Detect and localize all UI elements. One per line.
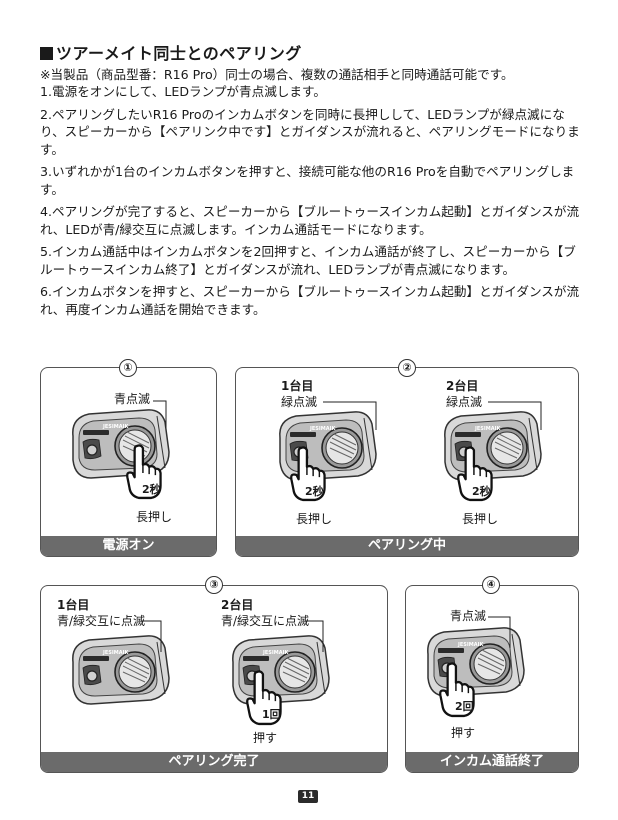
press-count: 1回: [262, 708, 281, 721]
led-label: 青点滅: [114, 392, 151, 406]
unit1-press-action: 長押し: [296, 512, 333, 526]
unit1-led-label: 青/緑交互に点滅: [57, 614, 146, 628]
intercom-device-illustration-unit1: JESIMAIK: [278, 411, 377, 481]
intercom-device-illustration: JESIMAIK: [426, 627, 525, 697]
panel-caption: 電源オン: [41, 536, 216, 556]
unit1-press-duration: 2秒: [305, 485, 324, 498]
step-2: 2.ペアリングしたいR16 Proのインカムボタンを同時に長押しして、LEDラン…: [40, 106, 580, 157]
intercom-device-illustration: JESIMAIK: [72, 409, 170, 479]
instructions: ツアーメイト同士とのペアリング ※当製品（商品型番：R16 Pro）同士の場合、…: [40, 40, 585, 323]
step-badge-4: ④: [482, 576, 500, 594]
panel-pairing: 1台目 緑点滅 JESIMAIK 2秒 長押し 2台目 緑点滅 JESIMAIK…: [235, 367, 579, 557]
brand-logo: JESIMAIK: [102, 424, 129, 430]
unit2-label: 2台目: [446, 379, 479, 393]
press-action: 長押し: [136, 510, 173, 524]
section-title: ツアーメイト同士とのペアリング: [40, 40, 585, 64]
brand-logo: JESIMAIK: [474, 426, 501, 432]
panel-caption: ペアリング完了: [41, 752, 387, 772]
step-4: 4.ペアリングが完了すると、スピーカーから【ブルートゥースインカム起動】とガイダ…: [40, 204, 580, 237]
intercom-device-illustration-unit2: JESIMAIK: [443, 411, 542, 481]
led-leader-lines: [141, 620, 324, 652]
led-label: 青点滅: [450, 609, 487, 623]
unit2-label: 2台目: [221, 598, 254, 612]
brand-logo: JESIMAIK: [309, 426, 336, 432]
unit1-label: 1台目: [281, 379, 314, 393]
intercom-device-illustration-unit2: JESIMAIK: [232, 635, 330, 705]
unit2-press-duration: 2秒: [472, 485, 491, 498]
led-leader-lines: [323, 401, 542, 430]
led-leader-line: [488, 616, 511, 648]
compatibility-note: ※当製品（商品型番：R16 Pro）同士の場合、複数の通話相手と同時通話可能です…: [40, 67, 514, 82]
press-count: 2回: [455, 700, 474, 713]
panel-intercom-end: 青点滅 JESIMAIK 2回 押す インカム通話終了: [405, 585, 579, 773]
panel-caption: インカム通話終了: [406, 752, 578, 772]
intercom-device-illustration-unit1: JESIMAIK: [72, 635, 170, 705]
unit1-label: 1台目: [57, 598, 90, 612]
brand-logo: JESIMAIK: [262, 650, 289, 656]
unit2-press-action: 長押し: [462, 512, 499, 526]
step-6: 6.インカムボタンを押すと、スピーカーから【ブルートゥースインカム起動】とガイダ…: [40, 284, 580, 317]
panel-power-on: 青点滅 JESIMAIK 2秒 長押し 電源オン: [40, 367, 217, 557]
unit2-led-label: 青/緑交互に点滅: [221, 614, 310, 628]
step-badge-1: ①: [119, 359, 137, 377]
step-3: 3.いずれかが1台のインカムボタンを押すと、接続可能な他のR16 Proを自動で…: [40, 164, 575, 197]
step-1: 1.電源をオンにして、LEDランプが青点滅します。: [40, 84, 326, 99]
step-badge-2: ②: [398, 359, 416, 377]
step-5: 5.インカム通話中はインカムボタンを2回押すと、インカム通話が終了し、スピーカー…: [40, 244, 576, 277]
panel-caption: ペアリング中: [236, 536, 578, 556]
led-leader-line: [153, 400, 167, 428]
square-bullet-icon: [40, 47, 53, 60]
brand-logo: JESIMAIK: [102, 650, 129, 656]
press-duration: 2秒: [142, 483, 161, 496]
press-action: 押す: [253, 731, 278, 745]
unit1-led-label: 緑点滅: [281, 395, 318, 409]
panel-pairing-complete: 1台目 青/緑交互に点滅 JESIMAIK 2台目 青/緑交互に点滅 JESIM…: [40, 585, 388, 773]
press-action: 押す: [451, 726, 476, 740]
unit2-led-label: 緑点滅: [446, 395, 483, 409]
brand-logo: JESIMAIK: [457, 642, 484, 648]
title-text: ツアーメイト同士とのペアリング: [56, 44, 302, 63]
step-badge-3: ③: [205, 576, 223, 594]
page-number: 11: [298, 790, 318, 803]
